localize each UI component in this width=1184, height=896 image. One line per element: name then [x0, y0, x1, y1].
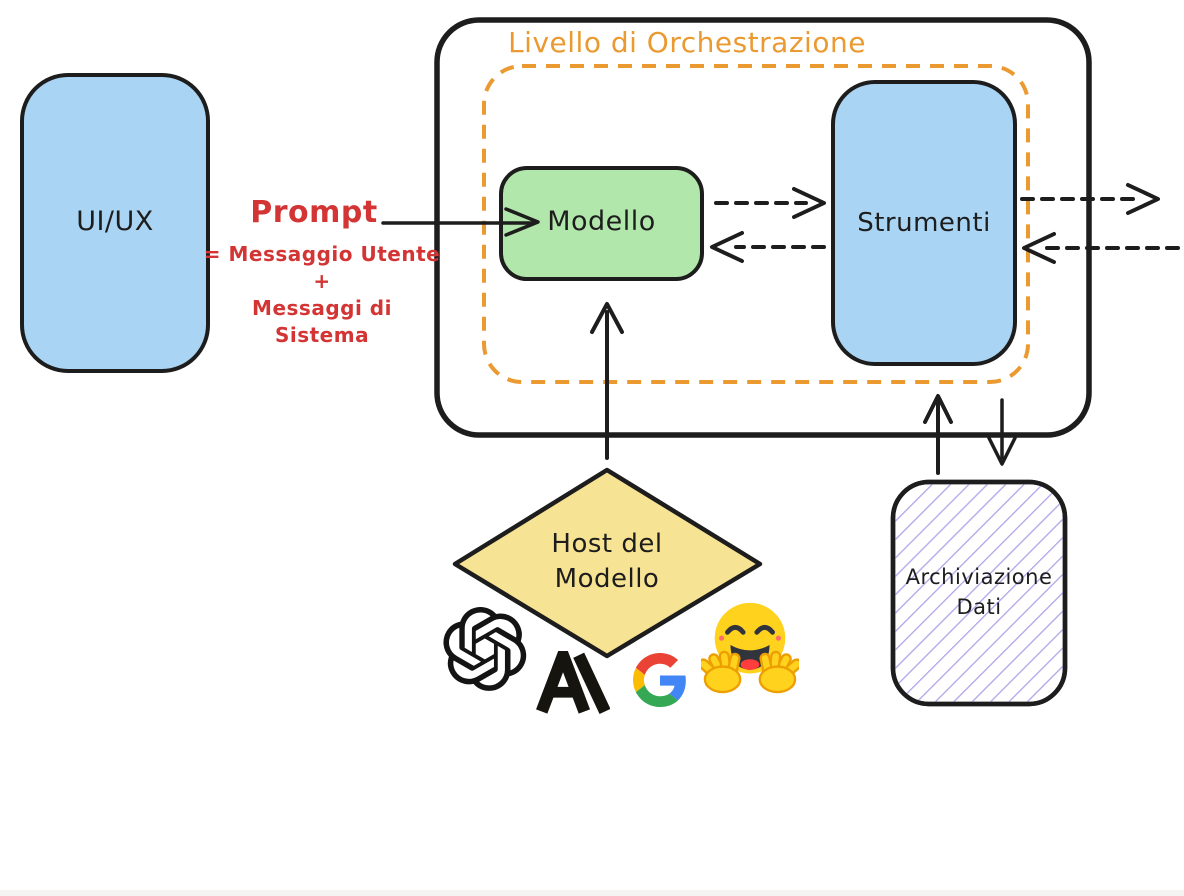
container-to-archiviazione-arrow — [987, 398, 1017, 466]
archiviazione-to-container-arrow — [923, 394, 953, 475]
archiviazione-node-hatch — [890, 479, 1068, 707]
huggingface-icon — [697, 597, 803, 699]
uiux-label: UI/UX — [76, 206, 154, 237]
prompt-definition-line2: + — [313, 269, 331, 293]
prompt-label: Prompt — [250, 195, 378, 230]
archiviazione-label: Archiviazione Dati — [893, 562, 1065, 622]
strumenti-node — [831, 80, 1017, 366]
strumenti-to-external-arrow — [1020, 183, 1160, 215]
orchestration-label: Livello di Orchestrazione — [508, 26, 866, 59]
archiviazione-label-line1: Archiviazione — [905, 565, 1053, 589]
prompt-definition: = Messaggio Utente + Messaggi di Sistema — [200, 241, 444, 349]
anthropic-icon — [536, 638, 611, 719]
prompt-definition-line3: Messaggi di — [252, 296, 392, 320]
agent-container-box — [434, 17, 1092, 438]
archiviazione-label-line2: Dati — [956, 595, 1002, 619]
host-modello-label: Host del Modello — [480, 527, 734, 597]
prompt-definition-line4: Sistema — [274, 323, 370, 347]
uiux-node — [20, 73, 210, 373]
openai-icon — [442, 606, 528, 698]
host-to-modello-arrow — [590, 302, 624, 460]
modello-to-strumenti-arrow — [714, 187, 826, 219]
prompt-to-modello-arrow — [381, 207, 540, 237]
modello-label: Modello — [547, 206, 656, 237]
google-icon — [633, 653, 687, 711]
bottom-edge-artifact — [0, 890, 1184, 896]
prompt-definition-line1: = Messaggio Utente — [203, 242, 441, 266]
host-modello-node — [452, 467, 763, 659]
strumenti-label: Strumenti — [857, 208, 991, 238]
external-to-strumenti-arrow — [1022, 232, 1180, 264]
strumenti-to-modello-arrow — [710, 231, 826, 263]
host-modello-label-line2: Modello — [554, 564, 660, 594]
host-modello-label-line1: Host del — [551, 529, 663, 559]
